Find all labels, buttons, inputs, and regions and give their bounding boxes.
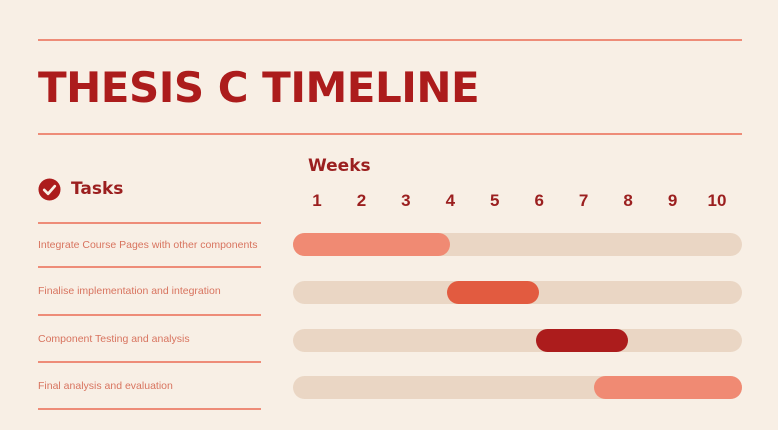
task-label: Finalise implementation and integration [38, 285, 221, 297]
task-divider [38, 408, 261, 410]
top-divider [38, 39, 742, 41]
task-label: Final analysis and evaluation [38, 379, 173, 392]
task-divider [38, 314, 261, 316]
weeks-axis-title: Weeks [308, 156, 371, 176]
week-tick-label: 6 [534, 191, 544, 210]
week-tick-label: 8 [623, 191, 633, 210]
title-divider [38, 133, 742, 135]
task-divider [38, 361, 261, 363]
week-tick-label: 2 [356, 191, 367, 210]
tasks-header: Tasks [38, 177, 123, 201]
week-tick-label: 5 [490, 191, 500, 210]
task-track [293, 328, 742, 352]
page-title: THESIS C TIMELINE [38, 63, 480, 112]
task-bar [447, 280, 540, 304]
task-label: Component Testing and analysis [38, 332, 190, 345]
check-circle-icon [38, 177, 61, 201]
task-label: Integrate Course Pages with other compon… [38, 239, 258, 251]
task-bar [293, 232, 451, 256]
task-divider [38, 222, 261, 224]
task-divider [38, 266, 261, 268]
week-tick-label: 4 [445, 191, 456, 210]
week-tick-label: 1 [312, 191, 322, 210]
week-tick-label: 3 [401, 191, 411, 210]
task-bar [536, 328, 629, 352]
week-tick-label: 9 [667, 191, 678, 210]
tasks-label: Tasks [71, 179, 124, 199]
task-bar [594, 375, 742, 399]
week-tick-label: 10 [707, 191, 727, 210]
week-tick-label: 7 [578, 191, 589, 210]
